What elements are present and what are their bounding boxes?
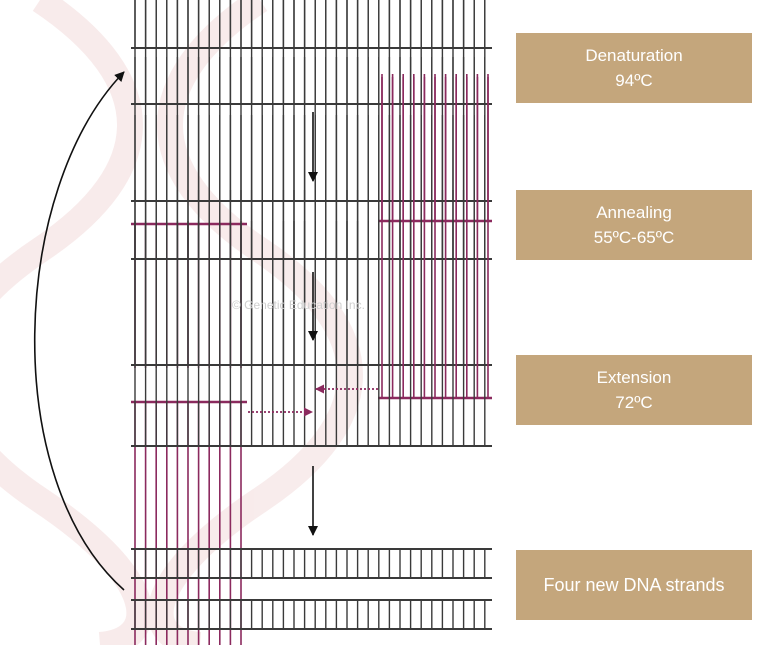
cycle-repeat-arrow [33,71,125,591]
dna-strands [131,0,492,645]
step-title: Four new DNA strands [543,574,725,595]
template-strand-bottom [131,190,492,447]
primer-left [131,222,247,368]
primer-right [378,74,492,400]
step-label-final-strands: Four new DNA strands [516,550,752,620]
step-label-annealing: Annealing 55ºC-65ºC [516,190,752,260]
step-temperature: 94ºC [615,71,653,90]
step-temperature: 55ºC-65ºC [593,228,675,247]
step-temperature: 72ºC [615,393,653,412]
new-dna-duplex-1 [131,548,492,579]
step-title: Denaturation [585,46,683,65]
new-dna-duplex-2 [131,599,492,630]
watermark: © Genetic Education Inc. [232,298,365,312]
step-label-denaturation: Denaturation 94ºC [516,33,752,103]
step-title: Extension [596,368,672,387]
template-strand-top [131,0,492,49]
step-title: Annealing [596,203,672,222]
step-label-extension: Extension 72ºC [516,355,752,425]
